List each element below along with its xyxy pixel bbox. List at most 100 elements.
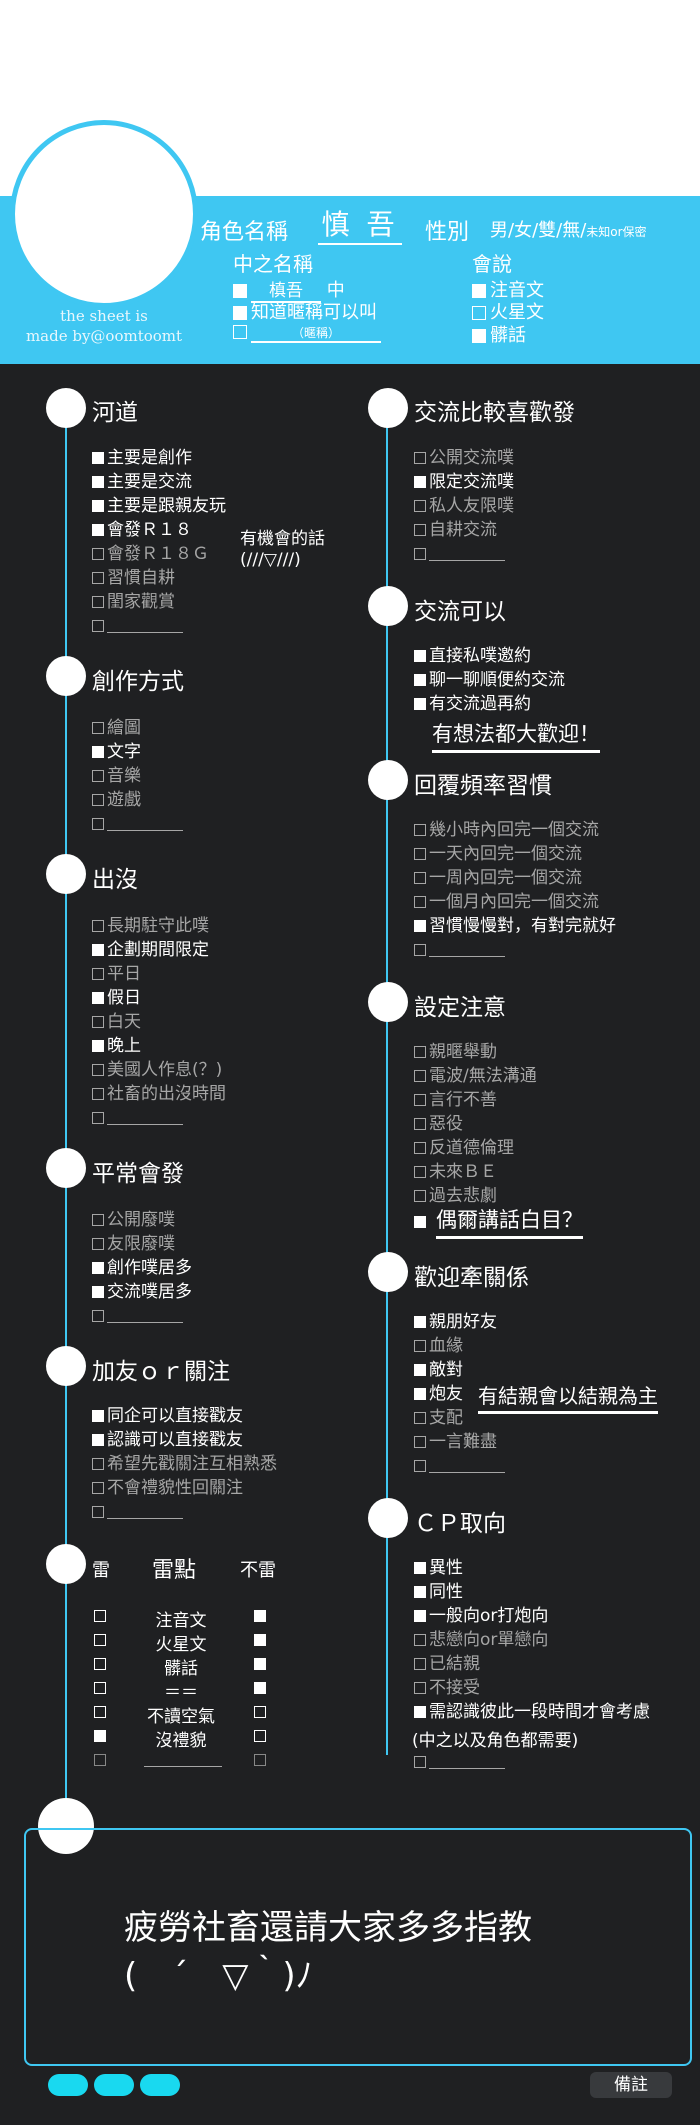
create-item-3[interactable]: 遊戲 xyxy=(92,790,141,810)
checkbox[interactable] xyxy=(414,1706,426,1718)
checkbox[interactable] xyxy=(414,1190,426,1202)
notmine-checkbox[interactable] xyxy=(254,1682,266,1694)
checkbox[interactable] xyxy=(414,1070,426,1082)
interact-item-1[interactable]: 限定交流噗 xyxy=(414,472,514,492)
reply-item-2[interactable]: 一周內回完一個交流 xyxy=(414,868,582,888)
checkbox[interactable] xyxy=(414,1142,426,1154)
checkbox[interactable] xyxy=(414,1610,426,1622)
cp-item-0[interactable]: 異性 xyxy=(414,1558,463,1578)
checkbox[interactable] xyxy=(414,500,426,512)
checkbox[interactable] xyxy=(92,500,104,512)
checkbox[interactable] xyxy=(92,620,104,632)
checkbox[interactable] xyxy=(414,1436,426,1448)
create-item-1[interactable]: 文字 xyxy=(92,742,141,762)
speak-row-3[interactable]: 髒話 xyxy=(472,321,526,347)
checkbox[interactable] xyxy=(414,698,426,710)
speak-row-1[interactable]: 注音文 xyxy=(472,276,544,302)
appear-item-2[interactable]: 平日 xyxy=(92,964,141,984)
post-item-4[interactable] xyxy=(92,1306,183,1326)
setting-item-3[interactable]: 惡役 xyxy=(414,1114,463,1134)
memo-button[interactable]: 備註 xyxy=(590,2072,672,2098)
heart-item-6[interactable]: 閨家觀賞 xyxy=(92,592,175,612)
follow-item-2[interactable]: 希望先戳關注互相熟悉 xyxy=(92,1454,277,1474)
reply-item-4[interactable]: 習慣慢慢對，有對完就好 xyxy=(414,916,616,936)
checkbox[interactable] xyxy=(92,722,104,734)
checkbox[interactable] xyxy=(414,1412,426,1424)
checkbox[interactable] xyxy=(414,1340,426,1352)
mine-checkbox[interactable] xyxy=(94,1706,106,1718)
checkbox[interactable] xyxy=(414,524,426,536)
cp-item-3[interactable]: 悲戀向or單戀向 xyxy=(414,1630,548,1650)
reply-item-5[interactable] xyxy=(414,940,505,960)
checkbox[interactable] xyxy=(92,944,104,956)
follow-item-0[interactable]: 同企可以直接戳友 xyxy=(92,1406,243,1426)
post-item-0[interactable]: 公開廢噗 xyxy=(92,1210,175,1230)
checkbox[interactable] xyxy=(92,818,104,830)
setting-item-1[interactable]: 電波/無法溝通 xyxy=(414,1066,537,1086)
checkbox[interactable] xyxy=(92,746,104,758)
relation-item-3[interactable]: 炮友 xyxy=(414,1384,463,1404)
cp-item-5[interactable]: 不接受 xyxy=(414,1678,480,1698)
follow-item-4[interactable] xyxy=(92,1502,183,1522)
checkbox[interactable] xyxy=(92,452,104,464)
reply-item-1[interactable]: 一天內回完一個交流 xyxy=(414,844,582,864)
create-item-4[interactable] xyxy=(92,814,183,834)
appear-item-8[interactable] xyxy=(92,1108,183,1128)
checkbox[interactable] xyxy=(414,920,426,932)
checkbox[interactable] xyxy=(92,1458,104,1470)
checkbox[interactable] xyxy=(92,1064,104,1076)
checkbox[interactable] xyxy=(414,872,426,884)
checkbox[interactable] xyxy=(92,794,104,806)
checkbox[interactable] xyxy=(92,572,104,584)
cp-item-4[interactable]: 已結親 xyxy=(414,1654,480,1674)
appear-item-3[interactable]: 假日 xyxy=(92,988,141,1008)
ok-item-1[interactable]: 聊一聊順便約交流 xyxy=(414,670,565,690)
mine-checkbox[interactable] xyxy=(94,1754,106,1766)
notmine-checkbox[interactable] xyxy=(254,1730,266,1742)
interact-item-0[interactable]: 公開交流噗 xyxy=(414,448,514,468)
avatar[interactable] xyxy=(10,120,198,308)
checkbox[interactable] xyxy=(414,1166,426,1178)
heart-item-1[interactable]: 主要是交流 xyxy=(92,472,192,492)
checkbox[interactable] xyxy=(414,452,426,464)
page-pill-2[interactable] xyxy=(94,2074,134,2096)
checkbox[interactable] xyxy=(414,1388,426,1400)
checkbox[interactable] xyxy=(414,1094,426,1106)
checkbox[interactable] xyxy=(92,770,104,782)
setting-item-6[interactable]: 過去悲劇 xyxy=(414,1186,497,1206)
page-pill-1[interactable] xyxy=(48,2074,88,2096)
notmine-checkbox[interactable] xyxy=(254,1706,266,1718)
follow-item-1[interactable]: 認識可以直接戳友 xyxy=(92,1430,243,1450)
follow-item-3[interactable]: 不會禮貌性回關注 xyxy=(92,1478,243,1498)
checkbox[interactable] xyxy=(92,1506,104,1518)
checkbox[interactable] xyxy=(414,824,426,836)
relation-item-6[interactable] xyxy=(414,1456,505,1476)
checkbox[interactable] xyxy=(414,1316,426,1328)
checkbox[interactable] xyxy=(414,548,426,560)
create-item-2[interactable]: 音樂 xyxy=(92,766,141,786)
checkbox[interactable] xyxy=(92,1040,104,1052)
notmine-checkbox[interactable] xyxy=(254,1610,266,1622)
checkbox[interactable] xyxy=(92,1310,104,1322)
checkbox[interactable] xyxy=(414,1364,426,1376)
heart-item-7[interactable] xyxy=(92,616,183,636)
checkbox[interactable] xyxy=(414,476,426,488)
checkbox[interactable] xyxy=(92,1410,104,1422)
heart-item-4[interactable]: 會發Ｒ１８Ｇ xyxy=(92,544,209,564)
appear-item-7[interactable]: 社畜的出沒時間 xyxy=(92,1084,226,1104)
setting-item-5[interactable]: 未來ＢＥ xyxy=(414,1162,497,1182)
mine-checkbox[interactable] xyxy=(94,1730,106,1742)
checkbox[interactable] xyxy=(92,524,104,536)
checkbox[interactable] xyxy=(414,1658,426,1670)
relation-item-1[interactable]: 血緣 xyxy=(414,1336,463,1356)
relation-item-4[interactable]: 支配 xyxy=(414,1408,463,1428)
ok-item-2[interactable]: 有交流過再約 xyxy=(414,694,531,714)
checkbox[interactable] xyxy=(92,1088,104,1100)
heart-item-5[interactable]: 習慣自耕 xyxy=(92,568,175,588)
cp-item-2[interactable]: 一般向or打炮向 xyxy=(414,1606,548,1626)
cp-item-6[interactable]: 需認識彼此一段時間才會考慮 xyxy=(414,1702,650,1722)
setting-item-0[interactable]: 親暱舉動 xyxy=(414,1042,497,1062)
post-item-1[interactable]: 友限廢噗 xyxy=(92,1234,175,1254)
checkbox[interactable] xyxy=(92,968,104,980)
checkbox[interactable] xyxy=(92,596,104,608)
